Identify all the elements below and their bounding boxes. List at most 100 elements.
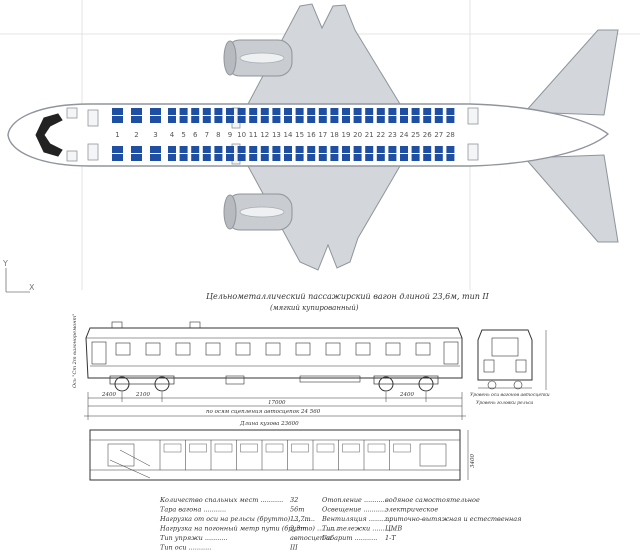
seat-row-5-2 xyxy=(179,146,188,153)
wagon-window xyxy=(295,342,311,356)
seat-row-5-0 xyxy=(179,108,188,115)
spec-label: Вентиляция ........... xyxy=(321,515,392,523)
seat-row-27-1 xyxy=(434,116,443,123)
row-number: 24 xyxy=(400,131,409,139)
wagon-window xyxy=(145,342,161,356)
left-bogie xyxy=(109,375,175,392)
row-number: 8 xyxy=(216,131,220,139)
seat-row-21-0 xyxy=(365,108,374,115)
seat-row-11-0 xyxy=(249,108,258,115)
seat-row-6-1 xyxy=(191,116,200,123)
seat-row-15-0 xyxy=(295,108,304,115)
seat-row-14-0 xyxy=(284,108,292,115)
seat-row-23-2 xyxy=(388,146,397,153)
row-number: 13 xyxy=(272,131,281,139)
wagon-window xyxy=(325,342,341,356)
row-number: 16 xyxy=(307,131,316,139)
seat-row-1-3 xyxy=(112,154,123,161)
seat-row-11-3 xyxy=(249,154,258,161)
seat-row-17-2 xyxy=(318,146,327,153)
tail-fin-lower xyxy=(523,154,619,243)
seat-row-10-0 xyxy=(237,108,246,115)
seat-row-4-0 xyxy=(168,108,176,115)
seat-row-14-3 xyxy=(284,154,292,161)
row-number: 26 xyxy=(423,131,432,139)
seat-row-3-1 xyxy=(150,116,161,123)
upper-wing xyxy=(247,3,401,105)
x-axis-label: X xyxy=(29,283,35,292)
spec-value: автосцепка xyxy=(290,534,332,542)
spec-value: 2,3т xyxy=(289,525,307,533)
dim-coupler-span: по осям сцепления автосцепок 24 560 xyxy=(206,409,321,415)
row-number: 27 xyxy=(434,131,443,139)
spec-label: Тип тележки ........... xyxy=(322,525,395,533)
seat-row-7-0 xyxy=(202,108,211,115)
seat-row-23-1 xyxy=(388,116,397,123)
spec-label: Нагрузка от оси на рельсы (брутто) .....… xyxy=(159,515,315,523)
note-coupler-level: Уровень оси вагонов автосцепки xyxy=(470,392,550,398)
lower-wing xyxy=(247,165,401,271)
wagon-window xyxy=(415,342,431,356)
upper-engine xyxy=(223,39,293,77)
seat-row-25-2 xyxy=(411,146,420,153)
seat-row-25-1 xyxy=(411,116,420,123)
wagon-window xyxy=(115,342,131,356)
seat-row-17-1 xyxy=(318,116,327,123)
tail-fin-upper xyxy=(523,29,619,116)
berth xyxy=(240,443,258,453)
note-rail-level: Уровень головки рельса xyxy=(476,400,534,406)
row-number: 23 xyxy=(388,131,397,139)
seat-row-9-3 xyxy=(226,154,234,161)
row-number: 5 xyxy=(181,131,185,139)
seat-row-3-0 xyxy=(150,108,161,115)
wagon-window xyxy=(175,342,191,356)
berth xyxy=(342,443,360,453)
seat-row-6-2 xyxy=(191,146,200,153)
seat-row-8-2 xyxy=(214,146,223,153)
seat-row-21-3 xyxy=(365,154,374,161)
seat-row-24-1 xyxy=(400,116,408,123)
row-number: 9 xyxy=(228,131,232,139)
seat-row-16-0 xyxy=(307,108,316,115)
spec-value: электрическое xyxy=(385,506,438,514)
seat-row-28-2 xyxy=(446,146,455,153)
row-number: 15 xyxy=(295,131,304,139)
seat-row-26-0 xyxy=(423,108,432,115)
seat-row-3-2 xyxy=(150,146,161,153)
cockpit-windows xyxy=(35,113,63,157)
spec-value: III xyxy=(289,544,298,552)
row-number: 4 xyxy=(170,131,175,139)
seat-row-20-0 xyxy=(353,108,362,115)
row-number: 25 xyxy=(411,131,420,139)
wagon-window xyxy=(235,342,251,356)
seat-row-9-2 xyxy=(226,146,234,153)
seat-row-13-2 xyxy=(272,146,281,153)
row-number: 28 xyxy=(446,131,455,139)
wagon-side-view xyxy=(84,321,466,420)
row-number: 1 xyxy=(115,131,119,139)
berth xyxy=(189,443,207,453)
coordinate-axes-icon xyxy=(5,268,30,293)
seat-row-15-2 xyxy=(295,146,304,153)
seat-row-21-1 xyxy=(365,116,374,123)
wagon-title: Цельнометаллический пассажирский вагон д… xyxy=(206,292,490,301)
seat-row-8-0 xyxy=(214,108,223,115)
seat-row-5-3 xyxy=(179,154,188,161)
spec-value: 1-Т xyxy=(385,534,396,542)
seat-row-10-3 xyxy=(237,154,246,161)
wagon-plan-view xyxy=(89,429,469,481)
seat-row-27-3 xyxy=(434,154,443,161)
seat-row-11-2 xyxy=(249,146,258,153)
row-number: 2 xyxy=(134,131,138,139)
seat-row-24-0 xyxy=(400,108,408,115)
seat-row-1-1 xyxy=(112,116,123,123)
dim-d1: 2400 xyxy=(101,392,116,398)
spec-label: Тип упряжи ........... xyxy=(160,534,228,542)
seat-row-10-1 xyxy=(237,116,246,123)
row-number: 12 xyxy=(260,131,269,139)
wagon-window xyxy=(205,342,221,356)
galley-blocks xyxy=(66,107,479,165)
berth xyxy=(291,443,309,453)
seat-row-4-2 xyxy=(168,146,176,153)
